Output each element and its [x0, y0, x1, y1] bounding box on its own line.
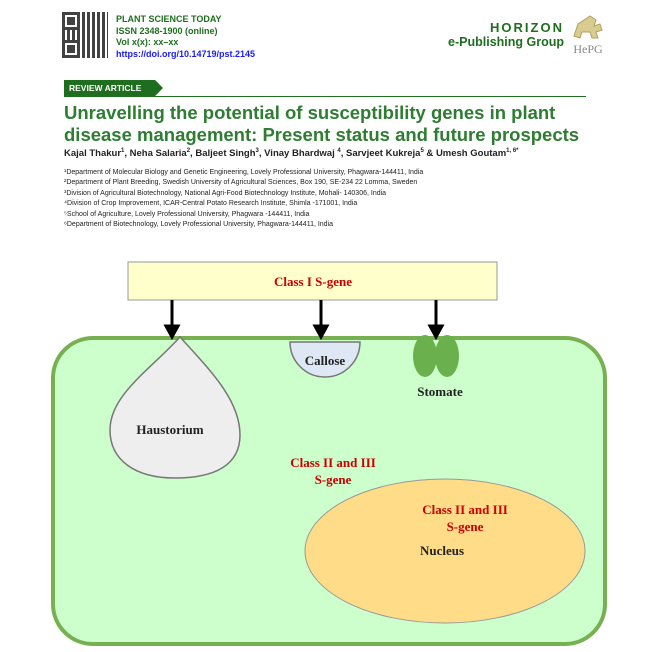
class23-nucleus-label: S-gene: [447, 519, 484, 534]
publisher-line2: e-Publishing Group: [448, 35, 564, 49]
journal-name: PLANT SCIENCE TODAY: [116, 14, 222, 24]
affiliation: ¹Department of Molecular Biology and Gen…: [64, 169, 424, 176]
qr-code: [62, 12, 108, 58]
affiliation: ³Division of Agricultural Biotechnology,…: [64, 189, 387, 197]
class23-nucleus-label: Class II and III: [422, 502, 508, 517]
affiliation: ⁴Division of Crop Improvement, ICAR-Cent…: [64, 200, 358, 208]
affiliation: ⁶Department of Biotechnology, Lovely Pro…: [64, 221, 334, 229]
hepg-logo: HePG: [570, 14, 606, 56]
publisher-name: HORIZON e-Publishing Group: [448, 20, 564, 49]
article-type-badge: REVIEW ARTICLE: [64, 80, 163, 96]
class1-box: [127, 261, 498, 301]
author-list: Kajal Thakur1, Neha Salaria2, Baljeet Si…: [64, 148, 519, 160]
article-title: Unravelling the potential of susceptibil…: [64, 102, 580, 145]
divider: [64, 96, 586, 97]
nucleus-label: Nucleus: [420, 543, 464, 558]
affiliation: ²Department of Plant Breeding, Swedish U…: [64, 179, 418, 187]
journal-issn: ISSN 2348-1900 (online): [116, 25, 218, 36]
callose: [289, 341, 361, 378]
haustorium-label: Haustorium: [136, 422, 203, 437]
affiliation: ⁵School of Agriculture, Lovely Professio…: [64, 210, 310, 218]
nucleus: [304, 478, 586, 624]
journal-info: PLANT SCIENCE TODAY ISSN 2348-1900 (onli…: [116, 14, 255, 60]
arrows: [163, 300, 445, 341]
guard-cell: [435, 335, 459, 377]
guard-cell: [413, 335, 437, 377]
callose-label: Callose: [305, 353, 346, 368]
class23-label: Class II and III: [290, 455, 376, 470]
class1-label: Class I S-gene: [274, 274, 352, 289]
publisher-line1: HORIZON: [490, 20, 564, 35]
haustorium: [109, 335, 241, 479]
class23-label: S-gene: [315, 472, 352, 487]
journal-volume: Vol x(x): xx–xx: [116, 37, 179, 47]
affiliations: ¹Department of Molecular Biology and Gen…: [64, 168, 423, 230]
stomate-label: Stomate: [417, 384, 463, 399]
doi-link[interactable]: https://doi.org/10.14719/pst.2145: [116, 48, 256, 59]
